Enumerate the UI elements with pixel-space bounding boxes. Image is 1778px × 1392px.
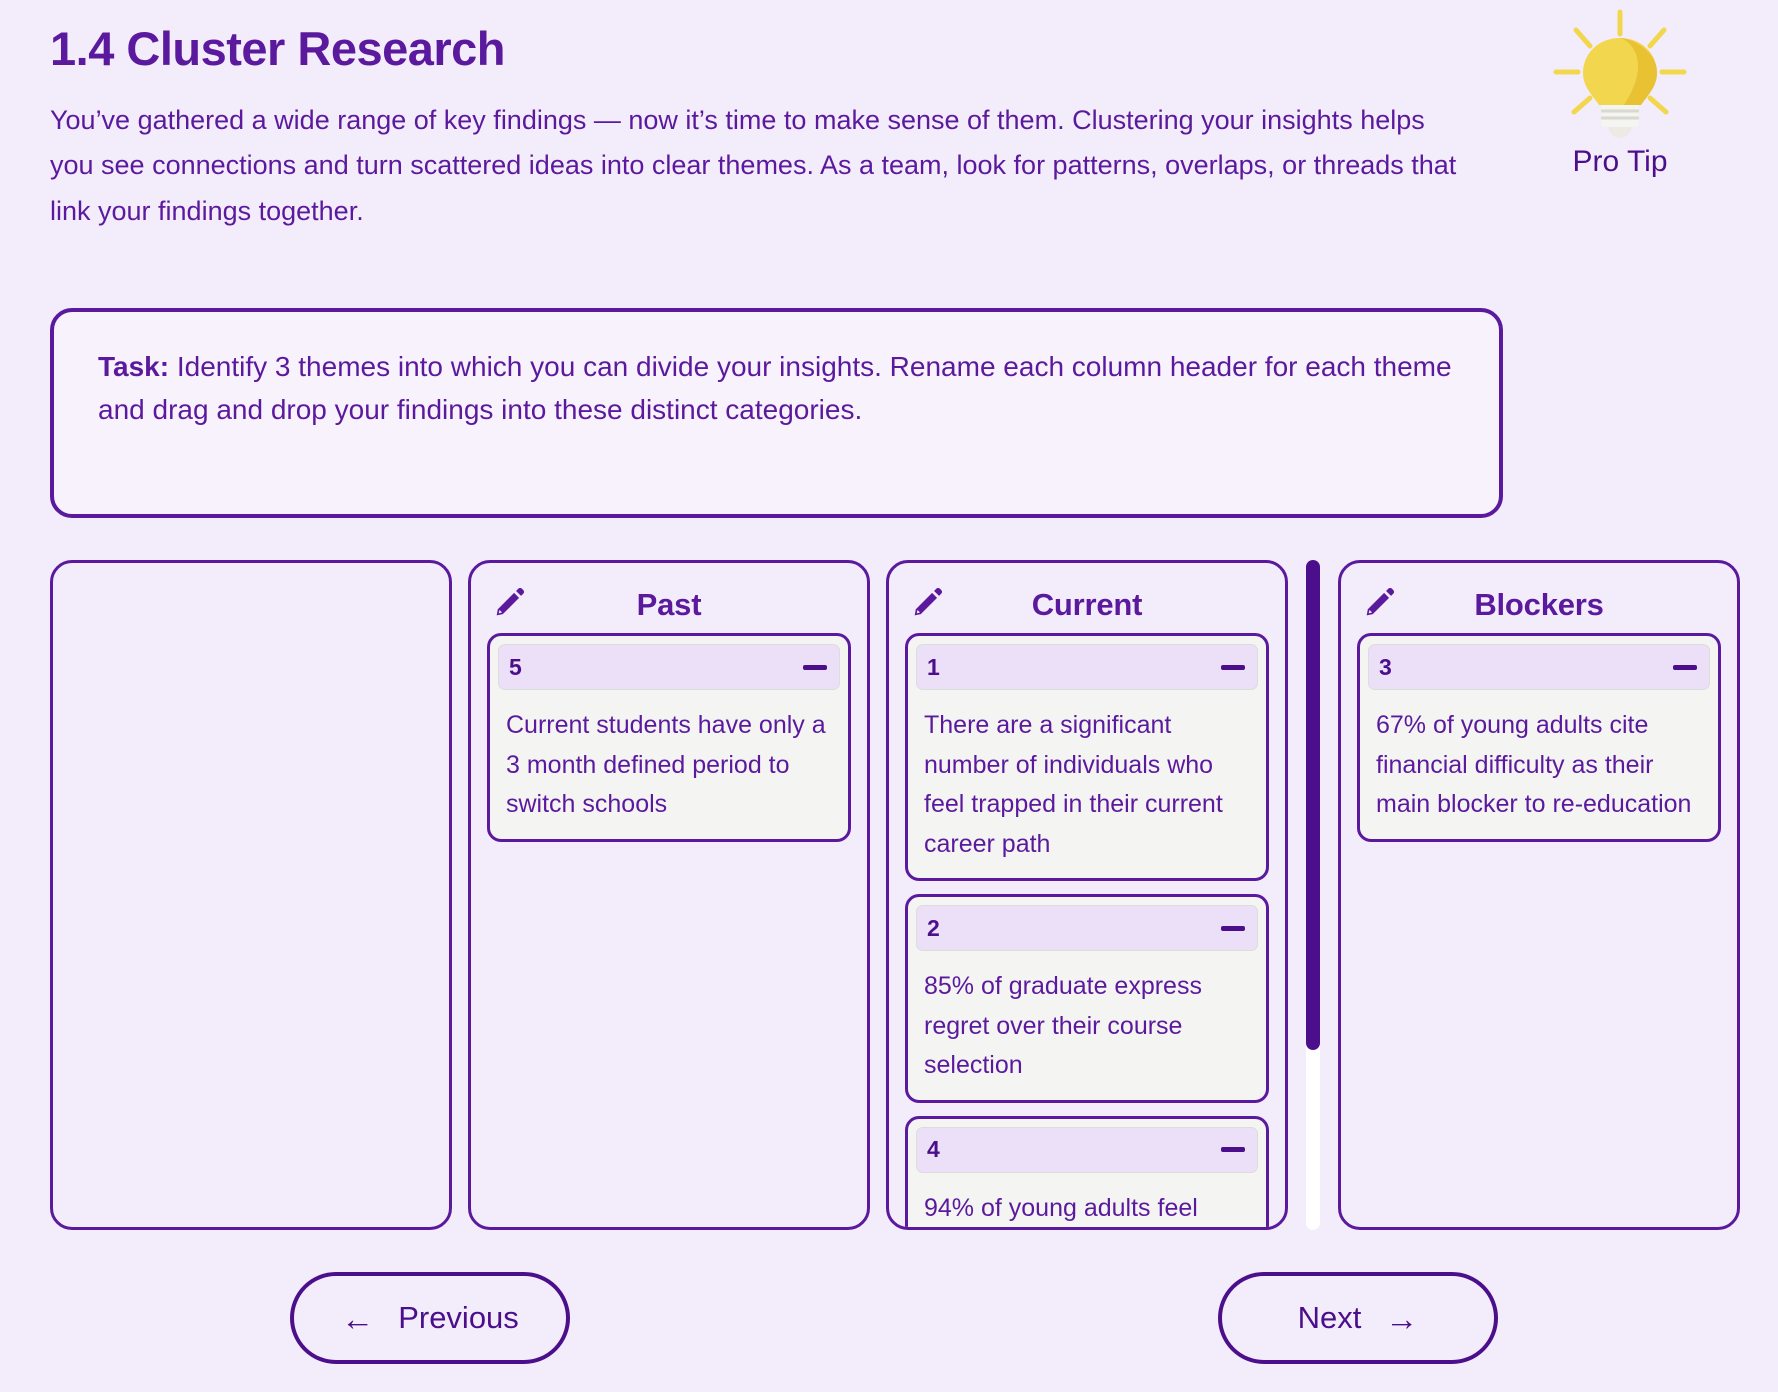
page-header: 1.4 Cluster Research You’ve gathered a w… — [50, 22, 1530, 234]
card-header: 4 — [916, 1126, 1258, 1173]
column-card-list: 3 67% of young adults cite financial diff… — [1357, 633, 1721, 842]
next-button[interactable]: Next → — [1218, 1272, 1498, 1364]
card-text: Current students have only a 3 month def… — [506, 711, 826, 818]
task-callout: Task: Identify 3 themes into which you c… — [50, 308, 1503, 518]
card-header: 2 — [916, 905, 1258, 951]
page-intro-text: You’ve gathered a wide range of key find… — [50, 105, 1457, 226]
column-title[interactable]: Blockers — [1474, 587, 1604, 622]
column-title[interactable]: Current — [1031, 587, 1143, 622]
board-scrollbar-track[interactable] — [1306, 560, 1320, 1230]
card-text: 67% of young adults cite financial diffi… — [1376, 711, 1692, 818]
previous-button[interactable]: ← Previous — [290, 1272, 570, 1364]
insight-card[interactable]: 2 85% of graduate express regret over the… — [905, 894, 1269, 1103]
lightbulb-icon — [1520, 8, 1720, 140]
card-text: There are a significant number of indivi… — [924, 711, 1223, 858]
pro-tip-block: Pro Tip — [1520, 8, 1720, 180]
card-text: 85% of graduate express regret over thei… — [924, 972, 1202, 1079]
column-header: Blockers — [1357, 577, 1721, 633]
minus-icon[interactable] — [1673, 664, 1697, 670]
card-number: 3 — [1379, 653, 1392, 680]
minus-icon[interactable] — [803, 664, 827, 670]
card-number: 5 — [509, 653, 522, 680]
next-button-label: Next — [1297, 1300, 1362, 1335]
card-number: 2 — [927, 914, 940, 941]
board-column-blockers[interactable]: Blockers 3 67% of young adults cite financ… — [1338, 560, 1740, 1230]
pencil-icon[interactable] — [493, 585, 527, 619]
arrow-left-icon: ← — [341, 1299, 375, 1337]
card-header: 1 — [916, 644, 1258, 690]
card-number: 4 — [927, 1136, 940, 1162]
card-header: 3 — [1368, 644, 1710, 690]
task-text: Identify 3 themes into which you can div… — [98, 351, 1452, 425]
pencil-icon[interactable] — [911, 585, 945, 619]
pencil-icon[interactable] — [1363, 585, 1397, 619]
previous-button-label: Previous — [398, 1300, 519, 1335]
minus-icon[interactable] — [1221, 1147, 1245, 1152]
column-header: Current — [905, 577, 1269, 633]
page-title: 1.4 Cluster Research — [50, 22, 506, 75]
minus-icon[interactable] — [1221, 925, 1245, 931]
minus-icon[interactable] — [1221, 664, 1245, 670]
card-header: 5 — [498, 644, 840, 690]
card-number: 1 — [927, 653, 940, 680]
pro-tip-label: Pro Tip — [1572, 145, 1668, 178]
column-header: Past — [487, 577, 851, 633]
insight-card[interactable]: 3 67% of young adults cite financial diff… — [1357, 633, 1721, 842]
card-text: 94% of young adults feel — [924, 1193, 1198, 1222]
board-column-unassigned[interactable] — [50, 560, 452, 1230]
board-scrollbar-thumb[interactable] — [1306, 560, 1320, 1050]
column-title[interactable]: Past — [636, 587, 702, 622]
insight-card[interactable]: 4 94% of young adults feel — [905, 1115, 1269, 1227]
task-label: Task: — [98, 351, 170, 382]
arrow-right-icon: → — [1385, 1299, 1419, 1337]
